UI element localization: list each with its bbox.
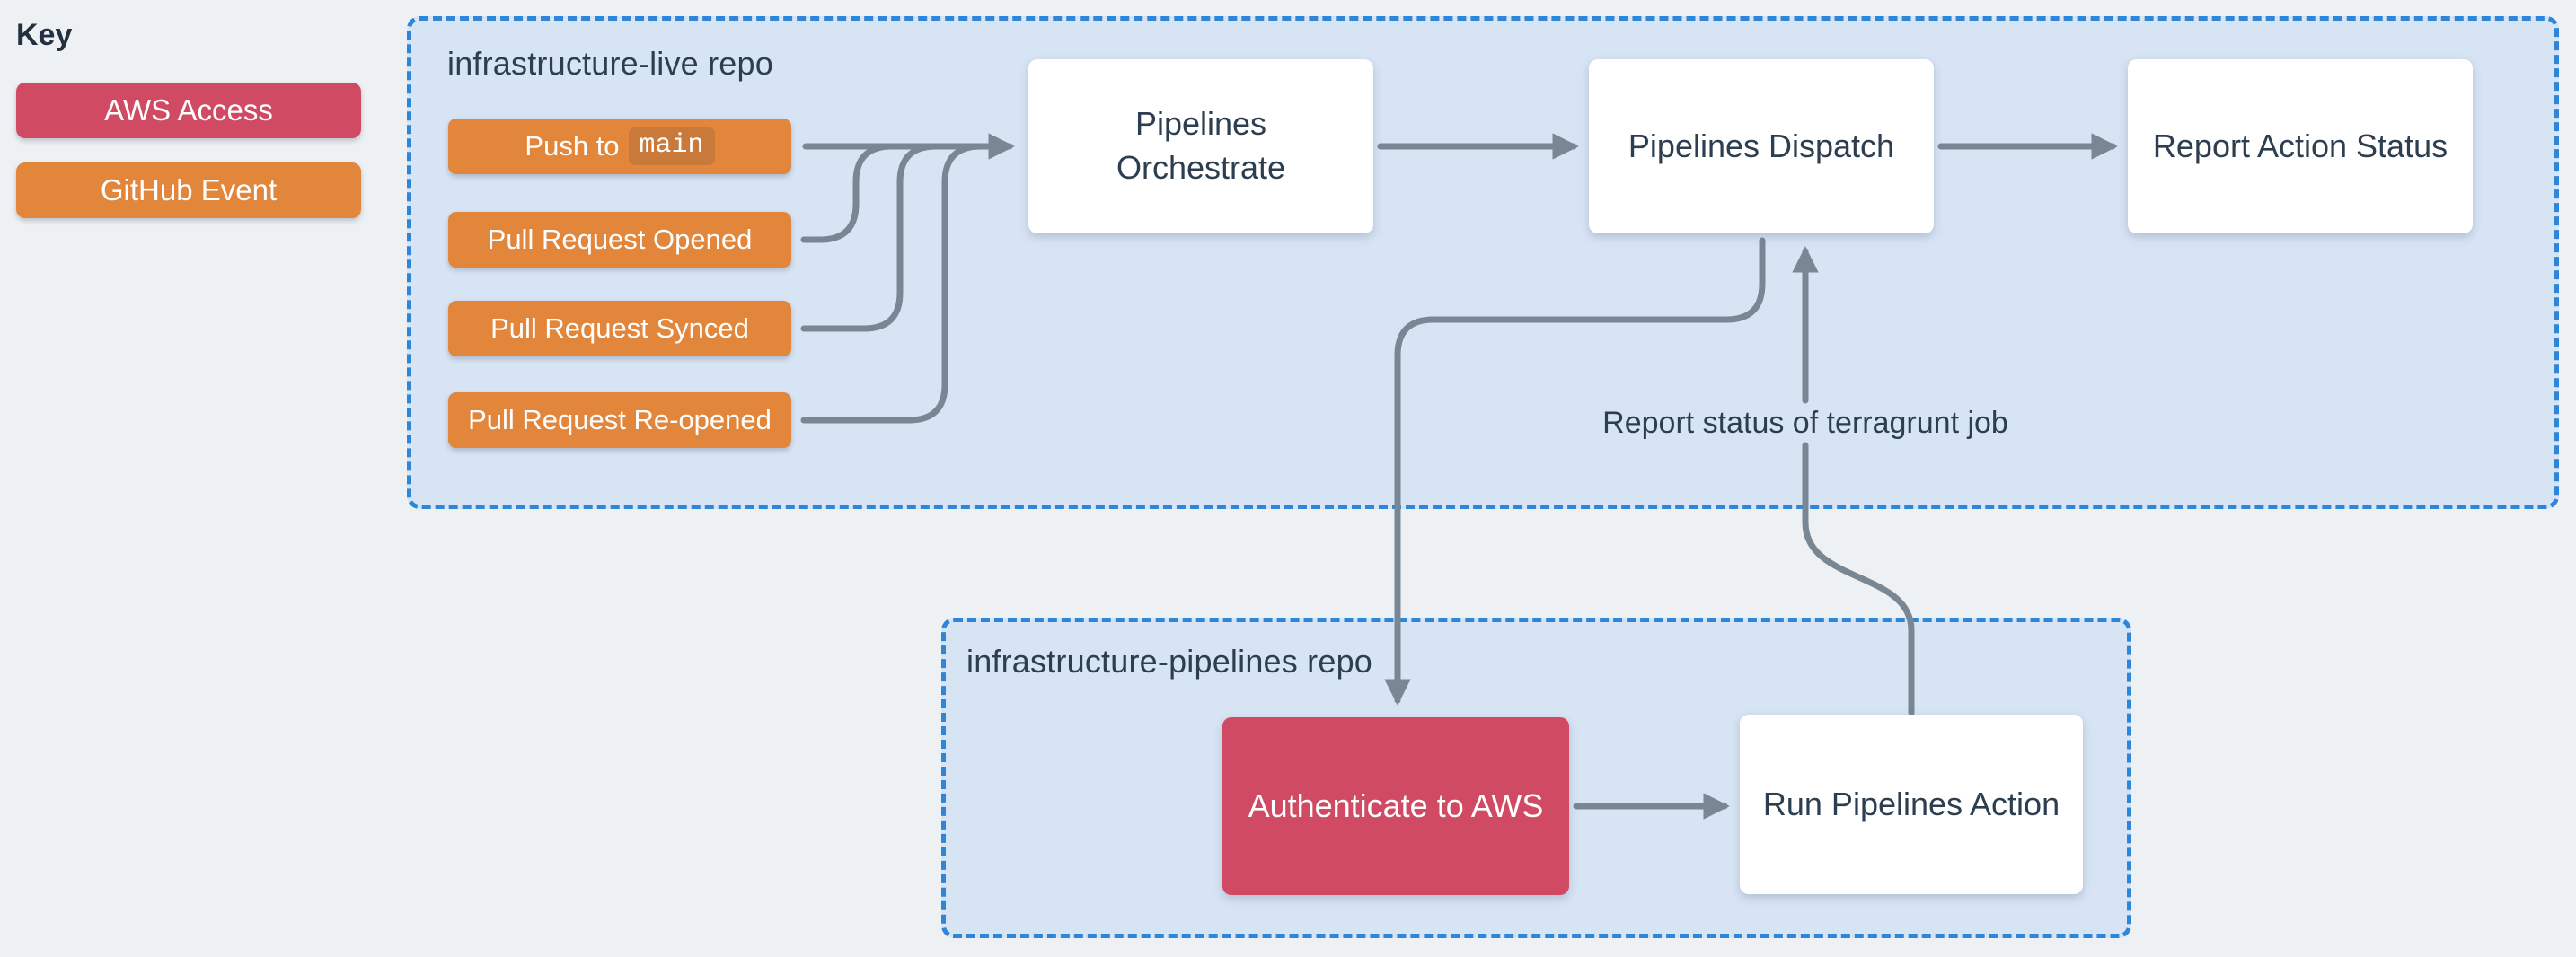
report-status-annotation: Report status of terragrunt job [1602,406,2008,440]
legend-aws-access: AWS Access [16,83,361,138]
legend-github-event: GitHub Event [16,162,361,218]
event-pull-request-reopened: Pull Request Re-opened [448,392,791,448]
infrastructure-live-repo-title: infrastructure-live repo [447,45,773,82]
event-push-prefix: Push to [525,130,620,162]
connector-pr-opened-merge [800,143,895,243]
event-push-to-main: Push to main [448,119,791,174]
connector-pr-reopened-merge [800,143,984,424]
infrastructure-pipelines-repo-title: infrastructure-pipelines repo [966,643,1373,680]
event-pull-request-synced: Pull Request Synced [448,301,791,356]
node-pipelines-dispatch: Pipelines Dispatch [1589,59,1934,233]
branch-code-chip: main [628,127,715,165]
node-run-pipelines-action: Run Pipelines Action [1740,715,2083,894]
connector-report-status-lower [1802,442,1915,716]
connector-pr-synced-merge [800,143,940,332]
node-report-action-status: Report Action Status [2128,59,2473,233]
node-pipelines-orchestrate: Pipelines Orchestrate [1028,59,1373,233]
key-title: Key [16,18,73,52]
node-authenticate-to-aws: Authenticate to AWS [1222,717,1569,895]
event-pull-request-opened: Pull Request Opened [448,212,791,268]
arrow-dispatch-to-authenticate [1384,237,1766,706]
